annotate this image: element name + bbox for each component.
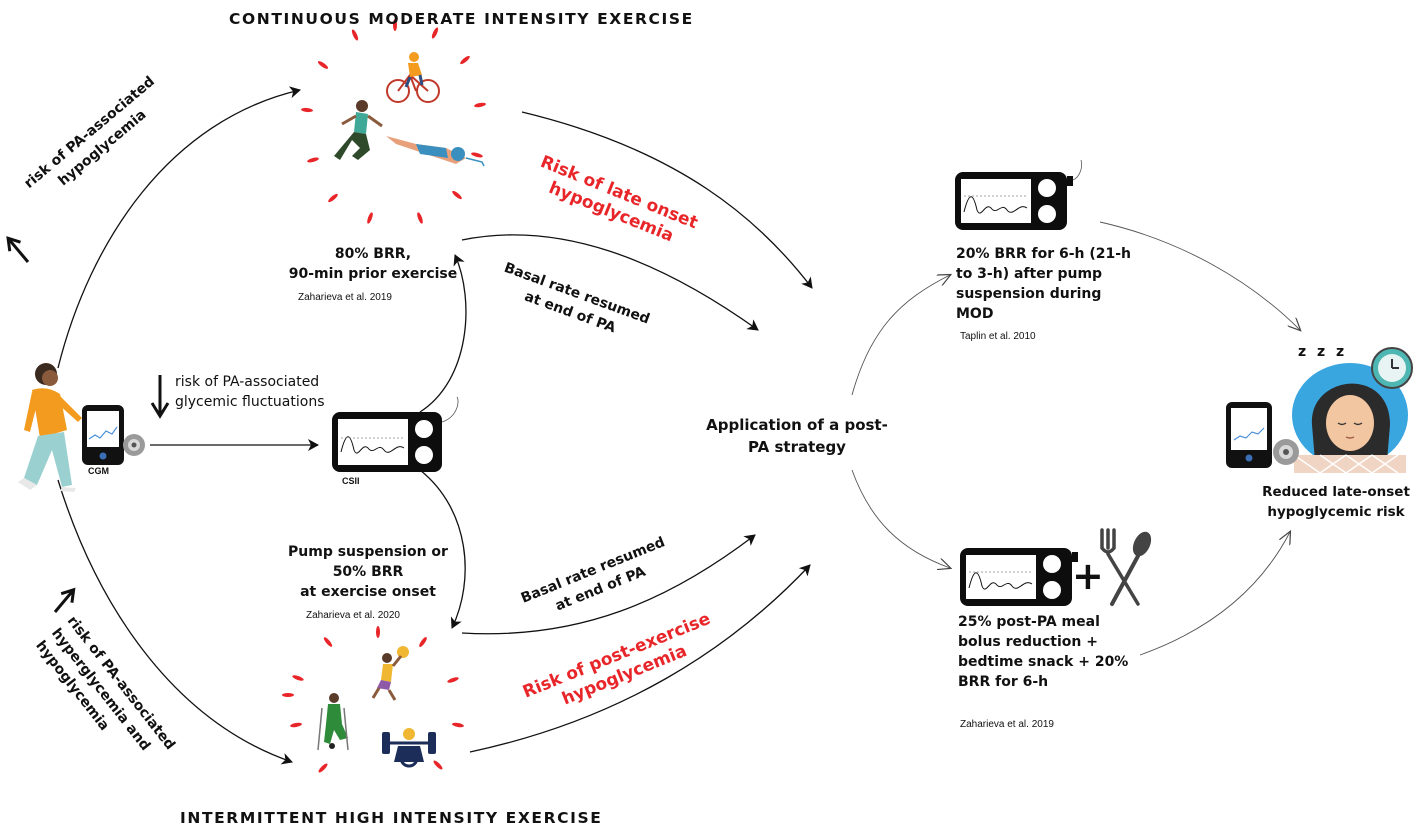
- up-arrow-icon: [6, 236, 30, 263]
- center-application-label: Application of a post- PA strategy: [694, 414, 900, 458]
- outcome-line1: Reduced late-onset: [1262, 484, 1410, 500]
- outcome-line2: hypoglycemic risk: [1267, 504, 1405, 520]
- strategy-bottom-line3: bedtime snack + 20%: [958, 654, 1129, 670]
- person-walking-icon: [18, 363, 82, 492]
- high-strategy-line2: 50% BRR: [332, 564, 404, 580]
- high-strategy-line3: at exercise onset: [300, 584, 436, 600]
- arrow-center-top-strategy: [851, 275, 950, 396]
- strategy-bottom-ref: Zaharieva et al. 2019: [960, 719, 1054, 730]
- plus-sign: +: [1072, 554, 1104, 598]
- label-cgm: CGM: [88, 466, 109, 476]
- arrow-csii-moderate: [419, 254, 467, 413]
- clock-icon: [1371, 347, 1413, 389]
- moderate-strategy-line2: 90-min prior exercise: [288, 266, 458, 282]
- fork-spoon-icon: [1100, 528, 1152, 606]
- weightlifter-icon: [382, 728, 436, 768]
- strategy-top-text: 20% BRR for 6-h (21-h to 3-h) after pump…: [956, 244, 1131, 324]
- down-arrow-icon: [150, 375, 170, 419]
- insulin-pump-icon: [332, 396, 459, 472]
- runner-icon: [334, 100, 383, 160]
- moderate-strategy-line1: 80% BRR,: [334, 246, 412, 262]
- arrow-basal-bottom: [461, 534, 756, 635]
- amputee-soccer-icon: [317, 693, 349, 751]
- arrow-left-bottom: [57, 479, 293, 765]
- strategy-top-ref: Taplin et al. 2010: [960, 331, 1036, 342]
- label-fluctuation-risk-line1: risk of PA-associated: [175, 374, 320, 390]
- center-application-line2: PA strategy: [748, 438, 846, 456]
- high-strategy-line1: Pump suspension or: [288, 544, 448, 560]
- insulin-pump-icon: [960, 548, 1078, 606]
- strategy-top-line3: suspension during: [956, 286, 1102, 302]
- label-fluctuation-risk: risk of PA-associated glycemic fluctuati…: [175, 372, 325, 412]
- arrow-center-bottom-strategy: [851, 469, 950, 568]
- moderate-strategy-ref: Zaharieva et al. 2019: [298, 292, 392, 303]
- arrow-bottom-outcome: [1139, 532, 1290, 656]
- arrow-top-outcome: [1099, 221, 1300, 330]
- arrow-left-top: [57, 86, 301, 369]
- strategy-top-line2: to 3-h) after pump: [956, 266, 1103, 282]
- label-csii: CSII: [342, 476, 360, 486]
- volleyball-player-icon: [371, 646, 409, 701]
- strategy-bottom-text: 25% post-PA meal bolus reduction + bedti…: [958, 612, 1128, 692]
- arrow-basal-top: [461, 234, 759, 331]
- high-strategy-text: Pump suspension or 50% BRR at exercise o…: [268, 542, 468, 602]
- swimmer-icon: [386, 136, 485, 167]
- zzz-text: z z z: [1298, 344, 1348, 360]
- insulin-pump-icon: [955, 159, 1082, 230]
- outcome-text: Reduced late-onset hypoglycemic risk: [1248, 482, 1424, 522]
- title-intermittent-exercise: INTERMITTENT HIGH INTENSITY EXERCISE: [180, 809, 603, 827]
- label-fluctuation-risk-line2: glycemic fluctuations: [175, 394, 325, 410]
- burst-high: [282, 626, 464, 773]
- sleeping-person-icon: [1292, 363, 1408, 474]
- burst-moderate: [301, 19, 486, 224]
- cgm-receiver-icon: [1226, 402, 1299, 468]
- up-arrow-icon: [53, 587, 76, 613]
- strategy-bottom-line4: BRR for 6-h: [958, 674, 1049, 690]
- high-strategy-ref: Zaharieva et al. 2020: [306, 610, 400, 621]
- arrow-high-center: [469, 564, 811, 753]
- arrow-moderate-center: [521, 111, 813, 289]
- arrow-csii-high: [419, 469, 466, 629]
- strategy-top-line1: 20% BRR for 6-h (21-h: [956, 246, 1132, 262]
- cgm-receiver-icon: [82, 405, 145, 465]
- strategy-bottom-line1: 25% post-PA meal: [958, 614, 1100, 630]
- moderate-strategy-text: 80% BRR, 90-min prior exercise: [282, 244, 464, 284]
- title-continuous-exercise: CONTINUOUS MODERATE INTENSITY EXERCISE: [229, 10, 694, 28]
- strategy-bottom-line2: bolus reduction +: [958, 634, 1098, 650]
- cyclist-icon: [386, 52, 440, 103]
- center-application-line1: Application of a post-: [706, 416, 888, 434]
- strategy-top-line4: MOD: [956, 306, 994, 322]
